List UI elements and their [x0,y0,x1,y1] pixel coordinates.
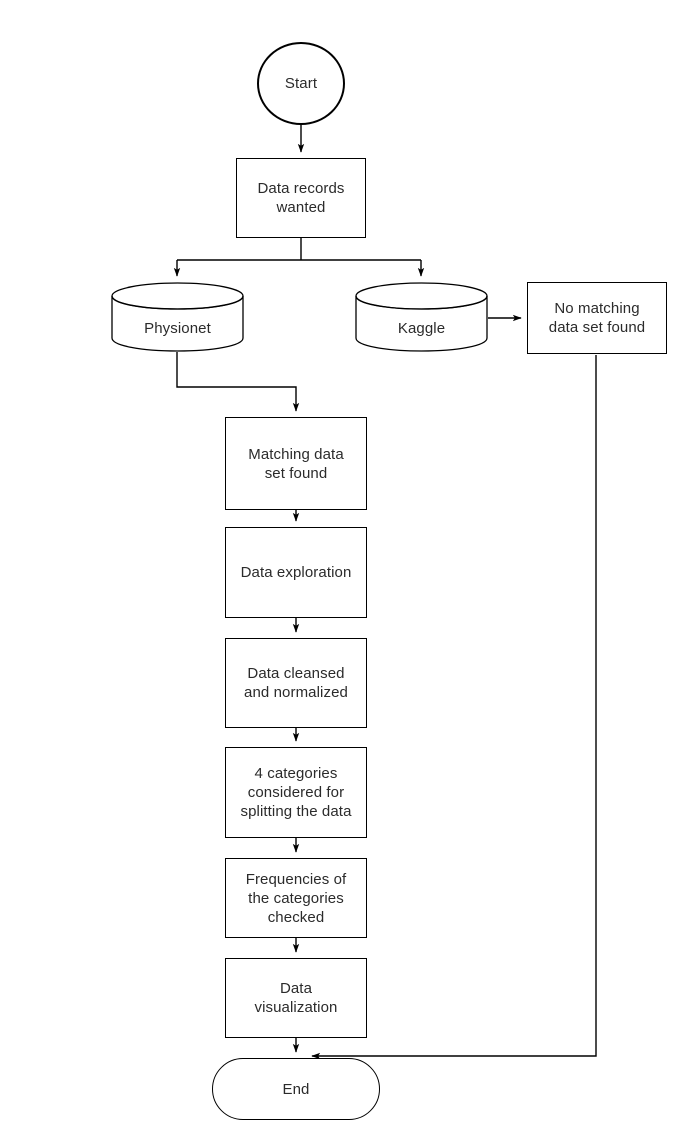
node-start-label: Start [284,75,318,92]
database-cylinder-icon [111,282,244,352]
node-frequencies-checked[interactable]: Frequencies of the categories checked [225,858,367,938]
node-physionet[interactable]: Physionet [111,282,244,352]
node-kaggle-label: Kaggle [397,320,446,337]
node-categories-considered-label: 4 categories considered for splitting th… [240,765,352,820]
node-no-matching-data-set-found-label: No matching data set found [548,300,646,336]
node-matching-data-set-found-label: Matching data set found [248,445,344,482]
node-data-records-wanted[interactable]: Data records wanted [236,158,366,238]
node-data-visualization-label: Data visualization [254,980,338,1016]
node-kaggle[interactable]: Kaggle [355,282,488,352]
node-data-exploration[interactable]: Data exploration [225,527,367,618]
edge-no-matching-to-end [311,355,597,1060]
edge-physionet-to-matching [176,352,300,412]
node-data-visualization[interactable]: Data visualization [225,958,367,1038]
node-data-cleansed-and-normalized-label: Data cleansed and normalized [244,665,348,701]
node-no-matching-data-set-found[interactable]: No matching data set found [527,282,667,354]
node-frequencies-checked-label: Frequencies of the categories checked [245,870,347,926]
node-data-records-wanted-label: Data records wanted [257,180,345,216]
node-matching-data-set-found[interactable]: Matching data set found [225,417,367,510]
node-categories-considered[interactable]: 4 categories considered for splitting th… [225,747,367,838]
node-end[interactable]: End [212,1058,380,1120]
node-physionet-label: Physionet [144,320,211,337]
node-data-exploration-label: Data exploration [240,564,352,581]
node-start[interactable]: Start [257,42,345,125]
node-data-cleansed-and-normalized[interactable]: Data cleansed and normalized [225,638,367,728]
database-cylinder-icon [355,282,488,352]
node-end-label: End [282,1080,310,1098]
